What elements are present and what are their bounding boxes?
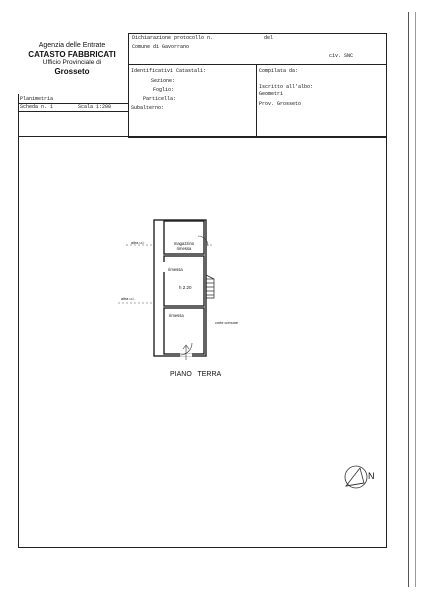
subalterno-label: Subalterno: (131, 105, 165, 111)
particella-label: Particella: (143, 96, 177, 102)
iscritto-value: Geometri (259, 91, 284, 97)
shared-yard-label: corte comune (215, 321, 239, 325)
entry-arrow-head (182, 344, 190, 350)
sheet-info (18, 94, 129, 136)
plan-room-mid (163, 255, 205, 307)
compilata-label: Compilata da: (259, 68, 299, 74)
office-city: Grosseto (54, 66, 90, 76)
adjacent-unit-label-mid: altra u.i. (121, 297, 135, 301)
scan-edge-line (408, 12, 409, 587)
scan-edge-line-2 (415, 12, 416, 587)
sheet-divider-2 (18, 111, 128, 112)
sezione-label: Sezione: (151, 78, 176, 84)
comune-text: Comune di Gavorrano (132, 44, 190, 50)
exterior-stair (205, 274, 215, 299)
room-bottom-label: rimessa (169, 313, 184, 318)
north-label: N (368, 471, 375, 481)
drawing-frame (18, 136, 387, 548)
sheet-divider-1 (18, 103, 128, 104)
room-mid-label: rimessa (168, 267, 183, 272)
date-label: del (264, 35, 274, 41)
agency-name: Agenzia delle Entrate (38, 42, 106, 49)
north-arrow-icon (344, 465, 368, 489)
declaration-label: Dichiarazione protocollo n. (132, 35, 214, 41)
adjacent-unit-label-top: altra u.i. (131, 241, 145, 245)
ident-label: Identificativi Catastali: (131, 68, 207, 74)
identification-left: Identificativi Catastali: Sezione: Fogli… (129, 65, 257, 137)
plan-room-top (163, 220, 205, 255)
door-swing-bottom (179, 342, 193, 356)
foglio-label: Foglio: (153, 87, 175, 93)
province-label: Prov. Grosseto (259, 101, 302, 107)
sheet-title: Planimetria (20, 96, 54, 102)
office-line: Ufficio Provinciale di (42, 59, 102, 67)
floor-level-label: PIANO TERRA (170, 371, 222, 378)
scale-label: Scala 1:200 (78, 104, 112, 110)
ceiling-height-label: h 2.20 (179, 285, 192, 290)
scheda-label: Scheda n. 1 (20, 104, 54, 110)
room-top-label: magazzino rimessa (173, 241, 195, 251)
agency-header: Agenzia delle Entrate CATASTO FABBRICATI… (18, 42, 126, 76)
identification-box: Identificativi Catastali: Sezione: Fogli… (128, 64, 387, 138)
civic-text: civ. SNC (329, 53, 354, 59)
catasto-title: CATASTO FABBRICATI (28, 50, 116, 60)
iscritto-label: Iscritto all'albo: (259, 84, 314, 90)
